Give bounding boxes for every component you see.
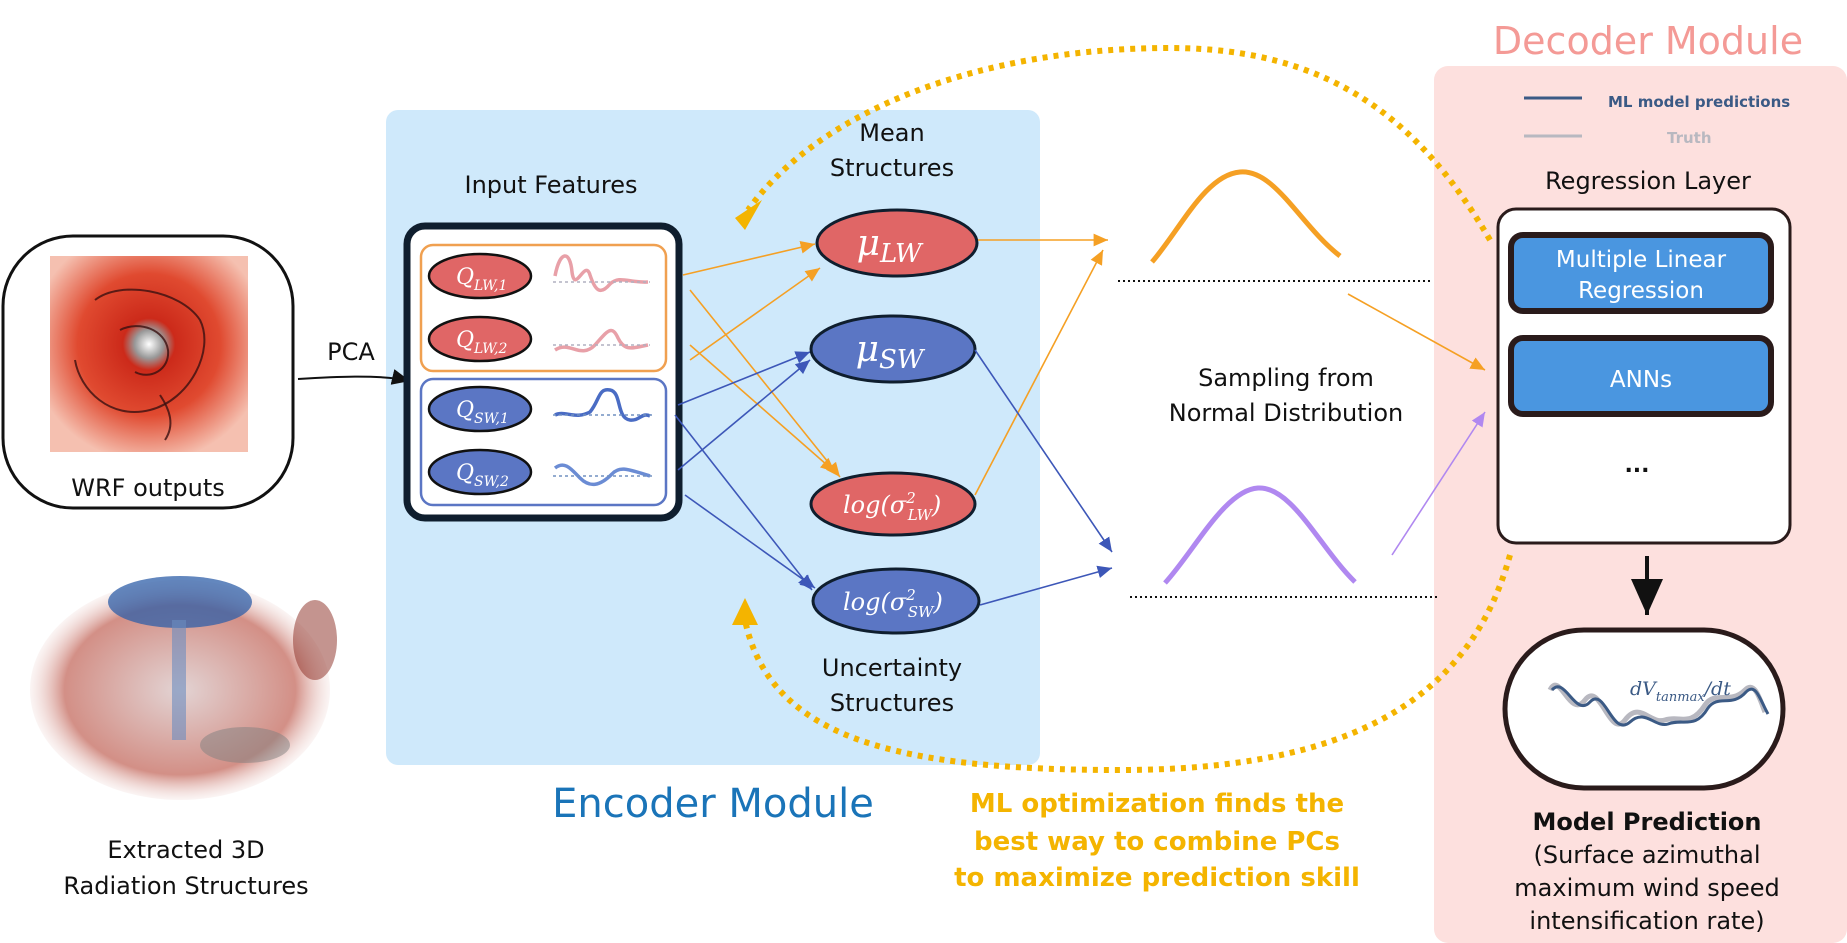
ml-optimization-line2: best way to combine PCs — [974, 827, 1340, 857]
extracted-label-line1: Extracted 3D — [107, 836, 264, 864]
ml-prediction-series — [1550, 685, 1770, 727]
regression-layer-title: Regression Layer — [1545, 167, 1751, 195]
hurricane-image — [50, 256, 248, 452]
q-sw2-node — [427, 448, 533, 496]
mean-structures-line2: Structures — [830, 154, 954, 182]
q-lw2-waveform — [554, 328, 649, 353]
encoder-connections — [674, 241, 841, 591]
q-lw1-node — [427, 252, 533, 300]
mlr-label-line1: Multiple Linear — [1556, 247, 1727, 273]
mean-structures-line1: Mean — [859, 119, 924, 147]
prediction-box — [1502, 627, 1786, 791]
prediction-desc-line3: intensification rate) — [1529, 907, 1764, 935]
lw-to-regression-arrow — [1347, 293, 1486, 371]
q-sw2-subscript: SW,2 — [474, 474, 509, 490]
mlr-label-line2: Regression — [1578, 278, 1704, 304]
q-lw2-symbol: Q — [456, 328, 474, 353]
prediction-desc-line1: (Surface azimuthal — [1534, 841, 1761, 869]
lw-gaussian-curve — [1150, 169, 1342, 264]
prediction-formula: dVtanmax/dt — [1630, 678, 1731, 705]
pca-label: PCA — [327, 338, 375, 366]
input-features-title: Input Features — [465, 171, 638, 199]
sampling-label-line2: Normal Distribution — [1169, 399, 1403, 427]
q-lw1-waveform — [553, 254, 649, 293]
anns-button[interactable] — [1508, 335, 1774, 417]
q-lw1-symbol: Q — [456, 265, 474, 290]
mu-sw-node — [809, 314, 977, 384]
mlr-button[interactable] — [1508, 232, 1774, 314]
log-sigma-lw-node — [809, 471, 977, 537]
log-sigma-sw-node — [811, 567, 981, 635]
mu-lw-subscript: LW — [879, 239, 924, 269]
mu-sw-symbol: μ — [856, 329, 879, 370]
mu-lw-symbol: μ — [857, 223, 880, 264]
encoder-module-title: Encoder Module — [552, 781, 874, 827]
mu-sw-subscript: SW — [879, 345, 926, 375]
legend-ml-label: ML model predictions — [1608, 93, 1790, 111]
q-lw1-subscript: LW,1 — [473, 278, 507, 294]
feedback-arc-top — [745, 44, 1493, 242]
sw-to-regression-arrow — [1391, 411, 1486, 556]
q-sw2-symbol: Q — [456, 461, 474, 486]
sampling-connections — [974, 233, 1113, 606]
feedback-arrow-top — [735, 200, 762, 230]
q-sw1-node — [427, 385, 533, 433]
anns-label: ANNs — [1610, 367, 1672, 393]
extracted-label-line2: Radiation Structures — [63, 872, 308, 900]
legend-truth-label: Truth — [1667, 129, 1712, 147]
mu-lw-node — [815, 208, 979, 278]
truth-series — [1547, 682, 1768, 727]
prediction-desc-line2: maximum wind speed — [1514, 874, 1779, 902]
ml-optimization-line1: ML optimization finds the — [970, 789, 1344, 819]
regression-ellipsis: ... — [1624, 453, 1649, 478]
q-sw1-symbol: Q — [456, 398, 474, 423]
model-prediction-title: Model Prediction — [1532, 808, 1761, 836]
q-lw2-subscript: LW,2 — [473, 341, 507, 357]
pca-arrow — [297, 369, 411, 385]
sw-gaussian-curve — [1163, 485, 1357, 585]
sampling-label-line1: Sampling from — [1198, 364, 1374, 392]
decoder-module-title: Decoder Module — [1493, 19, 1803, 63]
q-lw2-node — [427, 315, 533, 363]
uncertainty-structures-line2: Structures — [830, 689, 954, 717]
q-sw2-waveform — [553, 463, 651, 487]
uncertainty-structures-line1: Uncertainty — [822, 654, 962, 682]
feedback-arrow-bottom — [732, 598, 758, 625]
wrf-outputs-label: WRF outputs — [71, 474, 225, 502]
3d-radiation-image — [30, 576, 337, 800]
q-sw1-subscript: SW,1 — [474, 411, 509, 427]
ml-optimization-line3: to maximize prediction skill — [954, 863, 1360, 893]
